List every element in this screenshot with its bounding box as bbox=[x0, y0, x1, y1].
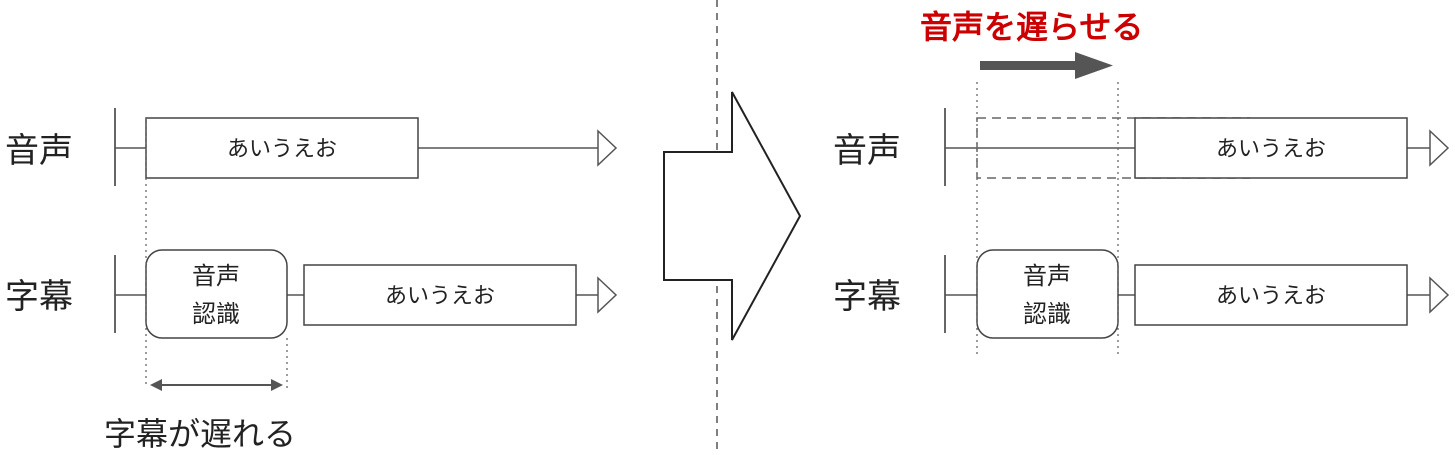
right-audio-block-text: あいうえお bbox=[1216, 137, 1326, 162]
right-subtitle-block bbox=[1134, 264, 1408, 326]
right-audio-arrowhead bbox=[1429, 129, 1450, 167]
left-subtitle-block bbox=[303, 264, 577, 326]
left-recognition-line2: 認識 bbox=[192, 300, 240, 328]
shift-arrow-head bbox=[1075, 52, 1113, 79]
left-caption: 字幕が遅れる bbox=[104, 415, 296, 453]
right-panel: 音声を遅らせる 音声 字幕 あいうえお 音声 認識 あいうえお bbox=[833, 8, 1450, 356]
left-panel: 音声 字幕 あいうえお 音声 認識 あいうえお 字幕が遅れる bbox=[5, 108, 618, 453]
left-audio-block bbox=[145, 117, 419, 179]
right-recognition-line1: 音声 bbox=[1023, 262, 1071, 290]
left-subtitle-label: 字幕 bbox=[5, 277, 73, 317]
right-headline: 音声を遅らせる bbox=[920, 8, 1143, 46]
left-audio-arrowhead bbox=[597, 129, 618, 167]
left-audio-label: 音声 bbox=[5, 131, 73, 171]
shift-arrow-shaft bbox=[980, 61, 1078, 70]
left-audio-block-text: あいうえお bbox=[227, 137, 337, 162]
left-recognition-line1: 音声 bbox=[192, 262, 240, 290]
right-subtitle-block-text: あいうえお bbox=[1216, 284, 1326, 309]
left-subtitle-block-text: あいうえお bbox=[385, 284, 495, 309]
transition-arrow bbox=[663, 91, 802, 341]
right-audio-block bbox=[1134, 117, 1408, 179]
right-subtitle-arrowhead bbox=[1429, 276, 1450, 314]
right-subtitle-label: 字幕 bbox=[833, 277, 901, 317]
delay-span-arrow-left bbox=[150, 379, 162, 391]
left-subtitle-arrowhead bbox=[597, 276, 618, 314]
delay-span-arrow-right bbox=[271, 379, 283, 391]
right-recognition-line2: 認識 bbox=[1023, 300, 1071, 328]
right-audio-label: 音声 bbox=[833, 131, 901, 171]
